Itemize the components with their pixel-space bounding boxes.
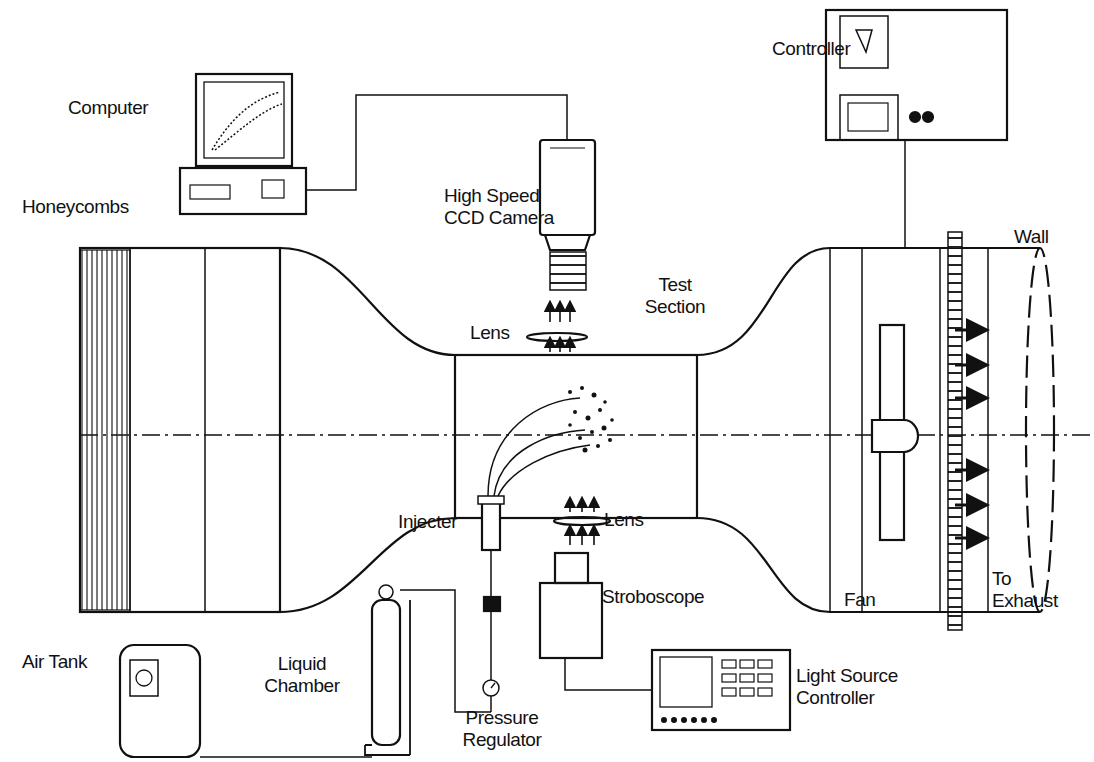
test-section-label: Test Section xyxy=(630,274,720,318)
injector-label: Injecter xyxy=(398,511,482,533)
lens-label: Lens xyxy=(604,509,664,531)
pressure-regulator-label: Pressure Regulator xyxy=(452,707,552,751)
camera-label: High Speed CCD Camera xyxy=(444,185,556,229)
controller-label: Controller xyxy=(772,38,892,60)
stroboscope-label: Stroboscope xyxy=(602,586,732,608)
exhaust-label: To Exhaust xyxy=(992,568,1062,612)
light-controller-label: Light Source Controller xyxy=(796,665,946,709)
liquid-chamber-label: Liquid Chamber xyxy=(258,653,346,697)
honeycomb-label: Honeycombs xyxy=(22,196,152,218)
wall-label: Wall xyxy=(1014,226,1074,248)
computer-label: Computer xyxy=(68,97,178,119)
fan-label: Fan xyxy=(844,589,894,611)
lens-label: Lens xyxy=(470,322,530,344)
air-tank-label: Air Tank xyxy=(22,651,122,673)
